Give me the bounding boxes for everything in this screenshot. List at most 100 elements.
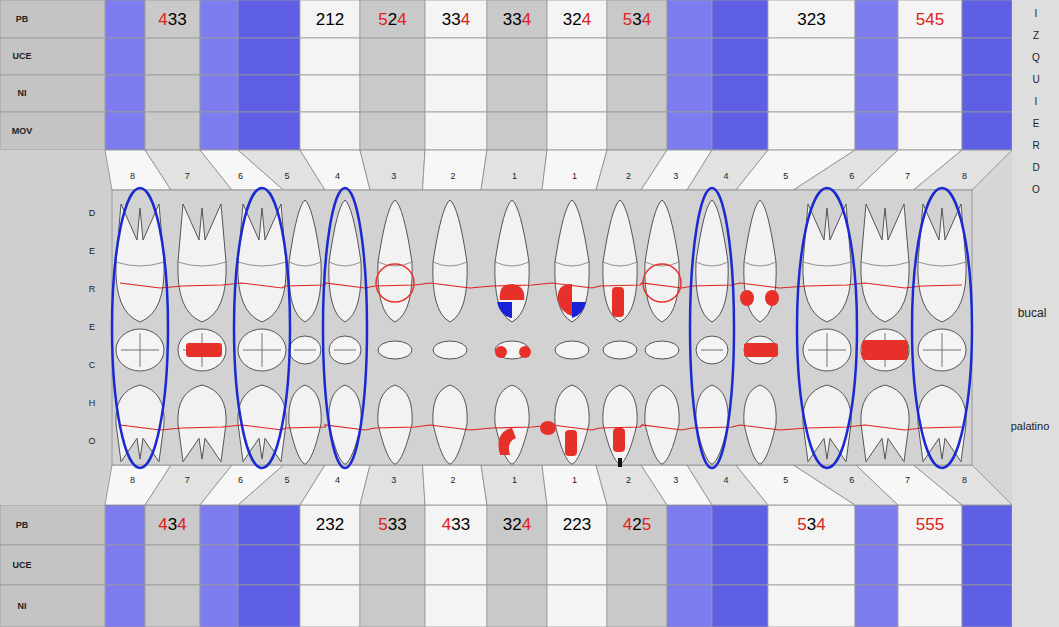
- probing-depth: 212: [316, 11, 344, 28]
- table-cell: [712, 75, 768, 112]
- table-cell: [898, 75, 962, 112]
- tooth-outline: [433, 385, 467, 464]
- depth-digit: 3: [816, 10, 825, 29]
- depth-digit: 4: [158, 515, 167, 534]
- tooth-number: 8: [130, 172, 135, 181]
- table-cell: [712, 0, 768, 38]
- table-cell: [200, 0, 238, 38]
- lesion-mark: [613, 428, 625, 452]
- probing-depth: 425: [623, 516, 651, 533]
- depth-digit: 2: [632, 515, 641, 534]
- tooth-number: 6: [238, 476, 243, 485]
- occlusal-outline: [555, 341, 589, 359]
- table-cell: [200, 585, 238, 627]
- number-strip: [423, 150, 488, 190]
- probing-depth: 555: [916, 516, 944, 533]
- table-cell: [855, 38, 898, 75]
- table-cell: [200, 545, 238, 585]
- table-cell: [425, 505, 487, 545]
- table-cell: [712, 585, 768, 627]
- side-letter: U: [1032, 75, 1039, 85]
- probing-depth: 324: [563, 11, 591, 28]
- side-letter: E: [1033, 119, 1040, 129]
- chart-stroke: [744, 262, 776, 266]
- missing-tooth-oval: [690, 188, 734, 468]
- table-cell: [425, 545, 487, 585]
- chart-stroke: [238, 262, 286, 266]
- depth-digit: 3: [451, 515, 460, 534]
- row-label: NI: [18, 89, 27, 98]
- chart-stroke: [808, 333, 846, 367]
- probing-depth: 545: [916, 11, 944, 28]
- table-cell: [607, 75, 667, 112]
- depth-digit: 3: [632, 10, 641, 29]
- tooth-number: 1: [572, 172, 577, 181]
- depth-digit: 3: [388, 515, 397, 534]
- depth-digit: 5: [916, 10, 925, 29]
- table-cell: [487, 112, 547, 150]
- table-cell: [712, 112, 768, 150]
- tooth-outline: [645, 385, 679, 464]
- table-cell: [855, 585, 898, 627]
- restoration-mark: [572, 302, 586, 318]
- table-cell: [712, 545, 768, 585]
- tooth-outline: [603, 385, 637, 464]
- depth-digit: 3: [168, 515, 177, 534]
- tooth-outline: [433, 200, 467, 322]
- tooth-number: 7: [185, 172, 190, 181]
- gum-line: [120, 283, 962, 288]
- tooth-outline: [744, 385, 776, 464]
- table-cell: [360, 0, 425, 38]
- depth-digit: 2: [316, 515, 325, 534]
- restoration-mark: [497, 302, 512, 318]
- table-cell: [898, 0, 962, 38]
- side-letter: R: [1032, 141, 1039, 151]
- tooth-outline: [329, 200, 361, 322]
- table-cell: [300, 38, 360, 75]
- lesion-mark: [765, 290, 779, 306]
- occlusal-outline: [803, 329, 851, 371]
- table-cell: [768, 585, 855, 627]
- table-cell: [487, 38, 547, 75]
- depth-digit: 3: [582, 515, 591, 534]
- table-cell: [768, 112, 855, 150]
- row-head-cell: [0, 545, 105, 585]
- table-cell: [300, 0, 360, 38]
- lesion-mark: [500, 284, 525, 300]
- table-cell: [898, 112, 962, 150]
- table-cell: [145, 545, 200, 585]
- table-cell: [145, 75, 200, 112]
- marked-circle: [643, 264, 681, 302]
- row-head-cell: [0, 585, 105, 627]
- chart-stroke: [289, 262, 321, 266]
- probing-depth: 434: [158, 516, 186, 533]
- table-cell: [855, 545, 898, 585]
- probing-depth: 433: [442, 516, 470, 533]
- chart-stroke: [603, 262, 637, 266]
- table-cell: [105, 545, 145, 585]
- table-cell: [962, 585, 1012, 627]
- table-cell: [855, 112, 898, 150]
- depth-digit: 2: [572, 515, 581, 534]
- table-cell: [105, 112, 145, 150]
- side-letter: O: [88, 437, 95, 446]
- depth-digit: 4: [522, 515, 531, 534]
- occlusal-outline: [433, 341, 467, 359]
- table-cell: [425, 38, 487, 75]
- table-cell: [145, 112, 200, 150]
- table-cell: [768, 545, 855, 585]
- table-cell: [105, 505, 145, 545]
- tooth-outline: [861, 204, 909, 322]
- table-cell: [200, 112, 238, 150]
- table-cell: [238, 75, 300, 112]
- tooth-number: 6: [849, 476, 854, 485]
- surface-label: palatino: [1011, 421, 1050, 432]
- probing-depth: 533: [378, 516, 406, 533]
- table-cell: [105, 585, 145, 627]
- tooth-outline: [603, 200, 637, 322]
- depth-digit: 5: [797, 515, 806, 534]
- tooth-outline: [861, 385, 909, 462]
- tooth-number: 5: [284, 476, 289, 485]
- table-cell: [360, 38, 425, 75]
